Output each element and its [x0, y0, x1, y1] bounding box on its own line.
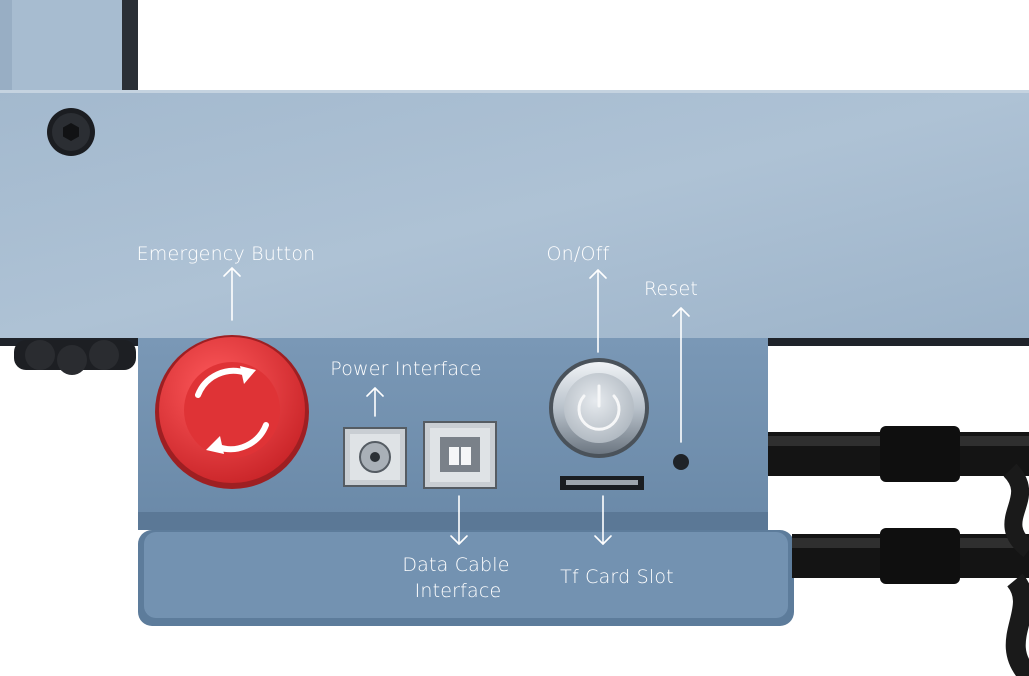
- rotate-arrows-icon: [195, 366, 269, 454]
- usb-b-port-icon: [423, 421, 497, 489]
- label-on-off: On/Off: [547, 243, 610, 265]
- label-data-cable-line2: Interface: [415, 580, 502, 602]
- power-icon: [577, 384, 621, 431]
- label-emergency-button: Emergency Button: [137, 243, 316, 265]
- screw-icon: [47, 108, 95, 156]
- cables: [768, 426, 1029, 676]
- emergency-button: [155, 335, 309, 489]
- upper-frame: [0, 0, 138, 92]
- main-panel: [0, 90, 1029, 346]
- tf-card-slot-icon: [560, 476, 644, 490]
- label-reset: Reset: [644, 278, 698, 300]
- panel-feet: [14, 340, 136, 375]
- power-button: [549, 358, 649, 458]
- label-power-interface: Power Interface: [330, 358, 482, 380]
- label-arrows: [223, 267, 690, 545]
- label-tf-card-slot: Tf Card Slot: [560, 566, 674, 588]
- reset-hole: [673, 454, 689, 470]
- dc-jack-icon: [343, 427, 407, 487]
- label-data-cable-line1: Data Cable: [402, 554, 509, 576]
- lower-bracket: [138, 530, 794, 626]
